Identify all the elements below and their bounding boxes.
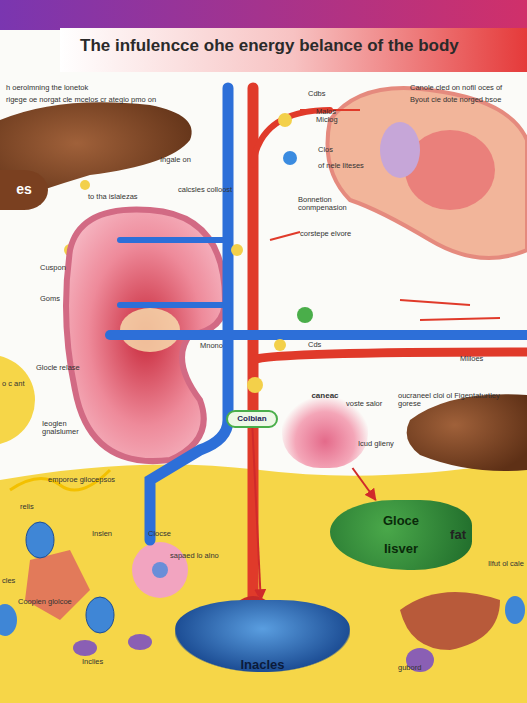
organ-label: Canole cled on nofil oces of (410, 84, 527, 92)
organ-label: Glocle relase (36, 364, 86, 372)
organ-label: voste salor (346, 400, 386, 408)
liver-small (400, 592, 500, 650)
organ-label: Inclies (82, 658, 122, 666)
organ-label: of nele liteses (318, 162, 388, 170)
liver-right (407, 394, 527, 471)
node-text: es (16, 182, 32, 197)
connector-arrow (353, 468, 376, 500)
title: The infulencce ohe energy belance of the… (80, 36, 520, 56)
top-strip (0, 0, 527, 30)
organ-label: Goms (40, 295, 80, 303)
node-text: Iisver (384, 542, 418, 556)
organ-label: h oerolmning the lonetok (6, 84, 206, 92)
organ-node: Inacles (175, 600, 350, 672)
organ-label: Icud glieny (358, 440, 398, 448)
stomach (328, 88, 527, 258)
organ-label: Ingale on (160, 156, 220, 164)
organ-label: sapaed lo alno (170, 552, 230, 560)
yellow-circle (0, 355, 35, 445)
node-text: Colbian (237, 415, 266, 424)
organ-label: Cuspon (40, 264, 80, 272)
organ-label: o c ant (2, 380, 32, 388)
connector-arrow (252, 428, 260, 600)
organ-label: corstepe elvore (300, 230, 360, 238)
organ-label: Byout cie dote norged bsoe (410, 96, 527, 104)
organ-label: rigege oe norgat cle mcelos cr ategio pm… (6, 96, 216, 104)
liver-top (0, 102, 192, 205)
organ-label: Malos Miclog (316, 108, 356, 125)
node-text: Inacles (240, 658, 284, 672)
yellow-band (0, 460, 527, 703)
organ-label: Clos (318, 146, 358, 154)
organ-label: Cdbs (308, 90, 348, 98)
organ-label: emporoe gilocepsos (48, 476, 118, 484)
organ-label: Clocse (148, 530, 188, 538)
organ-label: Mliloes (460, 355, 520, 363)
organ-label: cles (2, 577, 32, 585)
organ-label: Ieoglen gnalslumer (42, 420, 102, 437)
organ-label: to tha islalezas (88, 193, 158, 201)
organ-label: Inslen (92, 530, 132, 538)
organ-label: calcsles colloost (178, 186, 238, 194)
organ-label: relis (20, 503, 60, 511)
node-text: fat (450, 528, 466, 542)
arrows (270, 110, 500, 320)
organ-label: Ilfut ol cale (488, 560, 527, 568)
node-text: Gloce (383, 514, 419, 528)
organ-label: gubord (398, 664, 438, 672)
organ-label: Coopien glolcoe (18, 598, 78, 606)
organ-label: Bonnetion conmpenasion (298, 196, 368, 213)
organ-node: Colbian (226, 410, 278, 428)
tissue (25, 550, 90, 620)
organ-label: Cds (308, 341, 338, 349)
cell (132, 542, 188, 598)
node-text: caneac (311, 392, 338, 401)
organ-node: es (0, 170, 48, 210)
organ-label: oucraneel cloi ol Figentaturtley gorese (398, 392, 523, 409)
vessels (110, 88, 527, 620)
organ-label: Mnono (200, 342, 240, 350)
glucose-drops (231, 113, 313, 393)
title-banner (60, 28, 527, 72)
